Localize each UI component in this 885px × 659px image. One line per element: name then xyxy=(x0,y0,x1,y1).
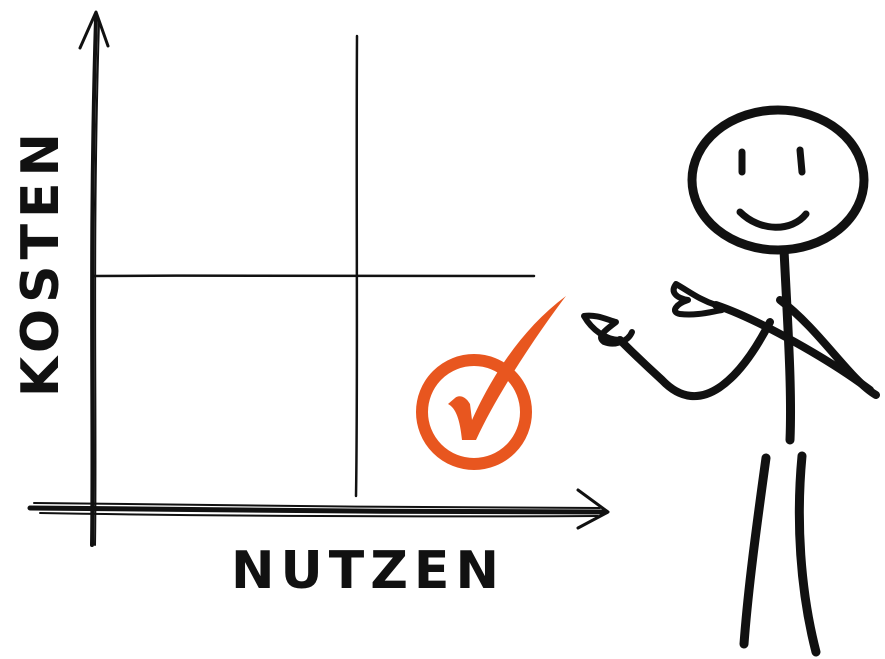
quadrant-vertical-divider xyxy=(356,36,357,496)
stick-figure-body xyxy=(784,250,791,440)
stick-figure-leg-right xyxy=(799,456,816,652)
x-axis xyxy=(30,490,608,528)
checkmark-circle-icon xyxy=(422,296,566,464)
y-axis-label: KOSTEN xyxy=(11,127,71,397)
x-axis-label: NUTZEN xyxy=(231,541,505,601)
y-axis xyxy=(80,12,108,545)
stick-figure xyxy=(584,110,876,652)
stick-figure-leg-left xyxy=(744,458,766,644)
